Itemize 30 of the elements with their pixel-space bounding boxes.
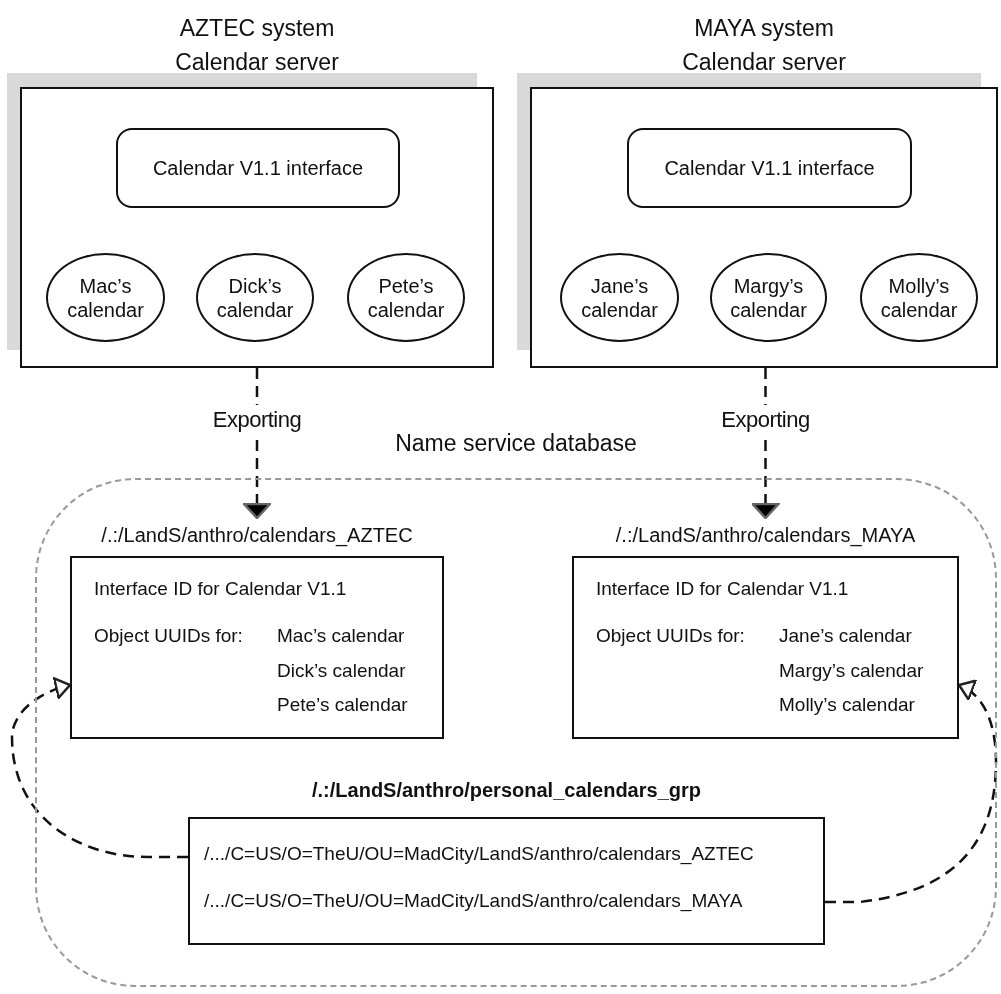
entry-text: Object UUIDs for: bbox=[94, 624, 244, 648]
calendar-ellipse: Margy’s calendar bbox=[710, 253, 827, 342]
directory-name: /.:/LandS/anthro/calendars_MAYA bbox=[615, 523, 916, 549]
interface-box: Calendar V1.1 interface bbox=[116, 128, 400, 208]
calendar-ellipse: Dick’s calendar bbox=[196, 253, 314, 342]
member-name: /.../C=US/O=TheU/OU=MadCity/LandS/anthro/calendars_AZTEC bbox=[204, 843, 755, 866]
entry-text: Interface ID for Calendar V1.1 bbox=[596, 578, 850, 601]
entry-text: Molly’s calendar bbox=[779, 694, 916, 718]
entry-text: Dick’s calendar bbox=[277, 659, 407, 683]
calendar-ellipse: Mac’s calendar bbox=[46, 253, 165, 342]
server-title: AZTEC system Calendar server bbox=[174, 14, 340, 77]
calendar-ellipse: Jane’s calendar bbox=[560, 253, 679, 342]
entry-text: Mac’s calendar bbox=[277, 624, 406, 648]
entry-text: Interface ID for Calendar V1.1 bbox=[94, 578, 348, 601]
calendar-ellipse: Molly’s calendar bbox=[860, 253, 978, 342]
entry-text: Margy’s calendar bbox=[779, 659, 925, 683]
entry-text: Jane’s calendar bbox=[779, 624, 913, 648]
directory-name: /.:/LandS/anthro/calendars_AZTEC bbox=[101, 523, 413, 549]
directory-name: /.:/LandS/anthro/personal_calendars_grp bbox=[312, 778, 701, 803]
dashed-arrow bbox=[751, 368, 780, 520]
dashed-arrow bbox=[242, 368, 272, 520]
server-title: MAYA system Calendar server bbox=[681, 14, 847, 77]
dashed-arrow bbox=[825, 680, 998, 904]
dashed-arrow bbox=[10, 677, 188, 859]
entry-text: Pete’s calendar bbox=[277, 694, 409, 718]
database-title: Name service database bbox=[395, 428, 637, 458]
interface-box: Calendar V1.1 interface bbox=[627, 128, 912, 208]
member-name: /.../C=US/O=TheU/OU=MadCity/LandS/anthro/calendars_MAYA bbox=[204, 889, 744, 913]
calendar-ellipse: Pete’s calendar bbox=[347, 253, 465, 342]
entry-text: Object UUIDs for: bbox=[596, 624, 746, 648]
